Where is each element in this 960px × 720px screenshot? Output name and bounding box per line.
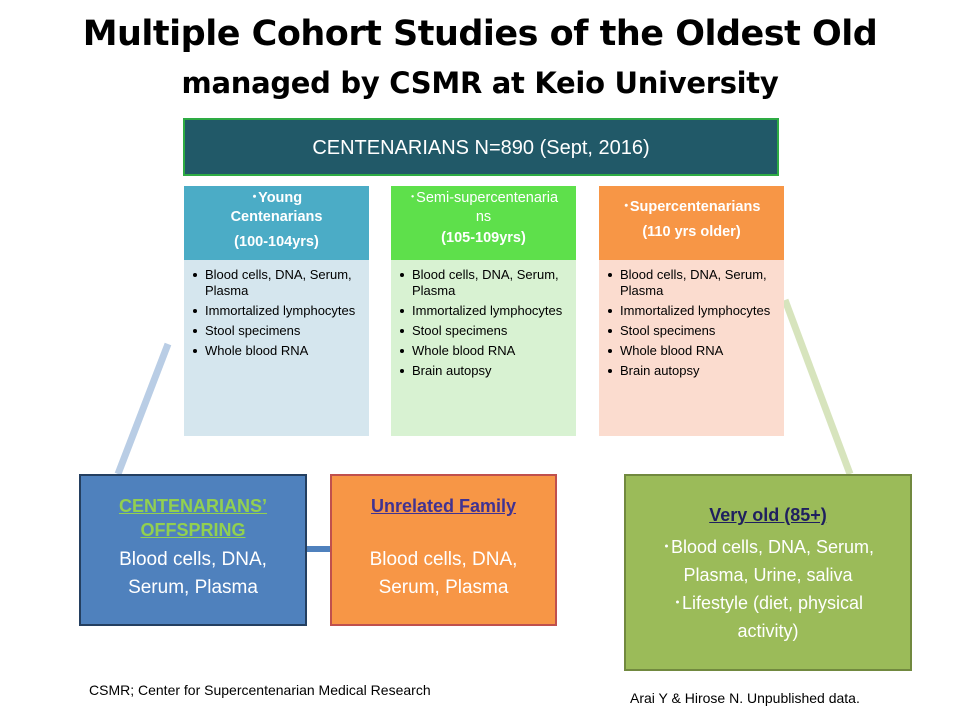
list-item: Brain autopsy [399,363,568,379]
list-item: Stool specimens [399,323,568,339]
list-item: Stool specimens [607,323,776,339]
centenarians-offspring-title: CENTENARIANS’ OFFSPRING [118,496,267,540]
list-item: Blood cells, DNA, Serum, Plasma [399,267,568,299]
list-item: Whole blood RNA [399,343,568,359]
supercentenarians-header: ･Supercentenarians (110 yrs older) [599,186,784,260]
title-line-1: Multiple Cohort Studies of the Oldest Ol… [82,14,878,54]
unrelated-family-box: Unrelated Family Blood cells, DNA, Serum… [330,474,557,626]
list-item: Whole blood RNA [192,343,361,359]
very-old-line-2: ･Lifestyle (diet, physical activity) [672,593,864,641]
unrelated-family-title: Unrelated Family [370,496,517,516]
list-item: Immortalized lymphocytes [399,303,568,319]
list-item: Blood cells, DNA, Serum, Plasma [607,267,776,299]
young-centenarians-list-panel: Blood cells, DNA, Serum, Plasma Immortal… [184,260,369,436]
semi-supercentenarians-heading: ･Semi-supercentenarians [408,190,559,225]
list-item: Immortalized lymphocytes [192,303,361,319]
supercentenarians-list: Blood cells, DNA, Serum, Plasma Immortal… [607,267,776,379]
very-old-box: Very old (85+) ･Blood cells, DNA, Serum,… [624,474,912,671]
centenarians-offspring-box: CENTENARIANS’ OFFSPRING Blood cells, DNA… [79,474,307,626]
unrelated-family-body: Blood cells, DNA, Serum, Plasma [369,549,518,598]
semi-supercentenarians-list-panel: Blood cells, DNA, Serum, Plasma Immortal… [391,260,576,436]
semi-supercentenarians-list: Blood cells, DNA, Serum, Plasma Immortal… [399,267,568,379]
young-centenarians-column: ･Young Centenarians (100-104yrs) Blood c… [184,186,369,436]
connector-super-veryold [781,298,854,476]
semi-supercentenarians-years: (105-109yrs) [441,230,526,246]
supercentenarians-heading: ･Supercentenarians [622,199,761,215]
young-centenarians-header: ･Young Centenarians (100-104yrs) [184,186,369,260]
list-item: Brain autopsy [607,363,776,379]
connector-young-offspring [114,342,172,476]
list-item: Blood cells, DNA, Serum, Plasma [192,267,361,299]
semi-supercentenarians-column: ･Semi-supercentenarians (105-109yrs) Blo… [391,186,576,436]
footer-csmr-note: CSMR; Center for Supercentenarian Medica… [89,682,431,698]
list-item: Stool specimens [192,323,361,339]
supercentenarians-years: (110 yrs older) [642,224,741,240]
centenarians-banner: CENTENARIANS N=890 (Sept, 2016) [183,118,779,176]
young-centenarians-list: Blood cells, DNA, Serum, Plasma Immortal… [192,267,361,359]
centenarians-offspring-body: Blood cells, DNA, Serum, Plasma [119,549,267,598]
supercentenarians-list-panel: Blood cells, DNA, Serum, Plasma Immortal… [599,260,784,436]
young-centenarians-heading: ･Young Centenarians [230,190,323,225]
very-old-title: Very old (85+) [709,505,827,525]
semi-supercentenarians-header: ･Semi-supercentenarians (105-109yrs) [391,186,576,260]
title-line-2: managed by CSMR at Keio University [181,66,779,100]
footer-citation: Arai Y & Hirose N. Unpublished data. [630,690,860,706]
young-centenarians-years: (100-104yrs) [234,234,319,250]
list-item: Whole blood RNA [607,343,776,359]
very-old-line-1: ･Blood cells, DNA, Serum, Plasma, Urine,… [661,537,875,585]
list-item: Immortalized lymphocytes [607,303,776,319]
supercentenarians-column: ･Supercentenarians (110 yrs older) Blood… [599,186,784,436]
